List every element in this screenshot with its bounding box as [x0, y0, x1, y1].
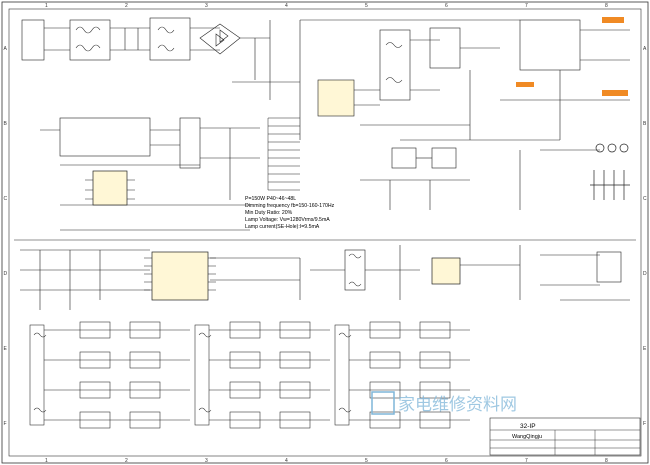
inverter-control-section: [14, 239, 636, 310]
spec-line: Dimming frequency fb=150-160-170Hz: [245, 203, 335, 209]
zone-label: 7: [525, 3, 528, 9]
spec-line: Min Duty Ratio: 20%: [245, 210, 293, 216]
zone-label: 2: [125, 3, 128, 9]
zone-row-labels-left: A B C D E F: [4, 46, 8, 427]
watermark: 家电维修资料网: [371, 391, 517, 415]
zone-label: 3: [205, 3, 208, 9]
driver-ic: [431, 257, 461, 285]
zone-label: 1: [45, 458, 48, 464]
spec-line: P=150W P40~46~48L: [245, 196, 296, 202]
zone-label: C: [4, 196, 8, 202]
zone-label: F: [4, 421, 7, 427]
lamp-output-right-bank: [334, 321, 470, 429]
watermark-text: 家电维修资料网: [398, 395, 517, 414]
standby-controller-ic: [85, 170, 135, 206]
zone-label: 8: [605, 3, 608, 9]
spec-line: Lamp current(SE-Hole):I=9.5mA: [245, 224, 320, 230]
zone-label: 3: [205, 458, 208, 464]
zone-label: A: [643, 46, 647, 52]
zone-label: 6: [445, 458, 448, 464]
zone-label: B: [643, 121, 647, 127]
lamp-output-middle-bank: [194, 321, 330, 429]
zone-row-labels-right: A B C D E F: [643, 46, 647, 427]
right-top-output-block: [500, 19, 630, 210]
capacitor-ladder: [267, 117, 300, 191]
zone-label: 7: [525, 458, 528, 464]
title-block: 32-IP WangQingju: [489, 417, 641, 456]
zone-label: 4: [285, 458, 288, 464]
spec-line: Lamp Voltage: Vw=1280Vrms/9.5mA: [245, 217, 330, 223]
watermark-logo: [371, 391, 395, 415]
standby-power-block: [40, 117, 260, 231]
zone-label: C: [643, 196, 647, 202]
zone-label: 2: [125, 458, 128, 464]
connector-header: [590, 143, 630, 200]
zone-label: F: [643, 421, 646, 427]
bridge-rectifier: [215, 29, 229, 47]
zone-label: 5: [365, 458, 368, 464]
zone-column-labels-bottom: 1 2 3 4 5 6 7 8: [45, 458, 608, 464]
title-block-designer: WangQingju: [512, 434, 542, 440]
mains-input-filter: [21, 17, 300, 100]
zone-label: 8: [605, 458, 608, 464]
zone-label: A: [4, 46, 8, 52]
sheet-border-inner: [8, 8, 642, 457]
zone-label: B: [4, 121, 8, 127]
zone-label: D: [4, 271, 8, 277]
title-block-model: 32-IP: [520, 423, 536, 430]
zone-label: E: [4, 346, 8, 352]
lamp-output-left-bank: [29, 321, 190, 429]
pwm-controller-ic: [144, 251, 216, 301]
zone-label: D: [643, 271, 647, 277]
output-connector-labels: [516, 17, 628, 96]
specification-block: P=150W P40~46~48L Dimming frequency fb=1…: [245, 196, 335, 230]
zone-label: E: [643, 346, 647, 352]
zone-column-labels-top: 1 2 3 4 5 6 7 8: [45, 3, 608, 9]
pfc-stage: [299, 19, 560, 210]
zone-label: 4: [285, 3, 288, 9]
zone-label: 6: [445, 3, 448, 9]
zone-label: 5: [365, 3, 368, 9]
zone-label: 1: [45, 3, 48, 9]
